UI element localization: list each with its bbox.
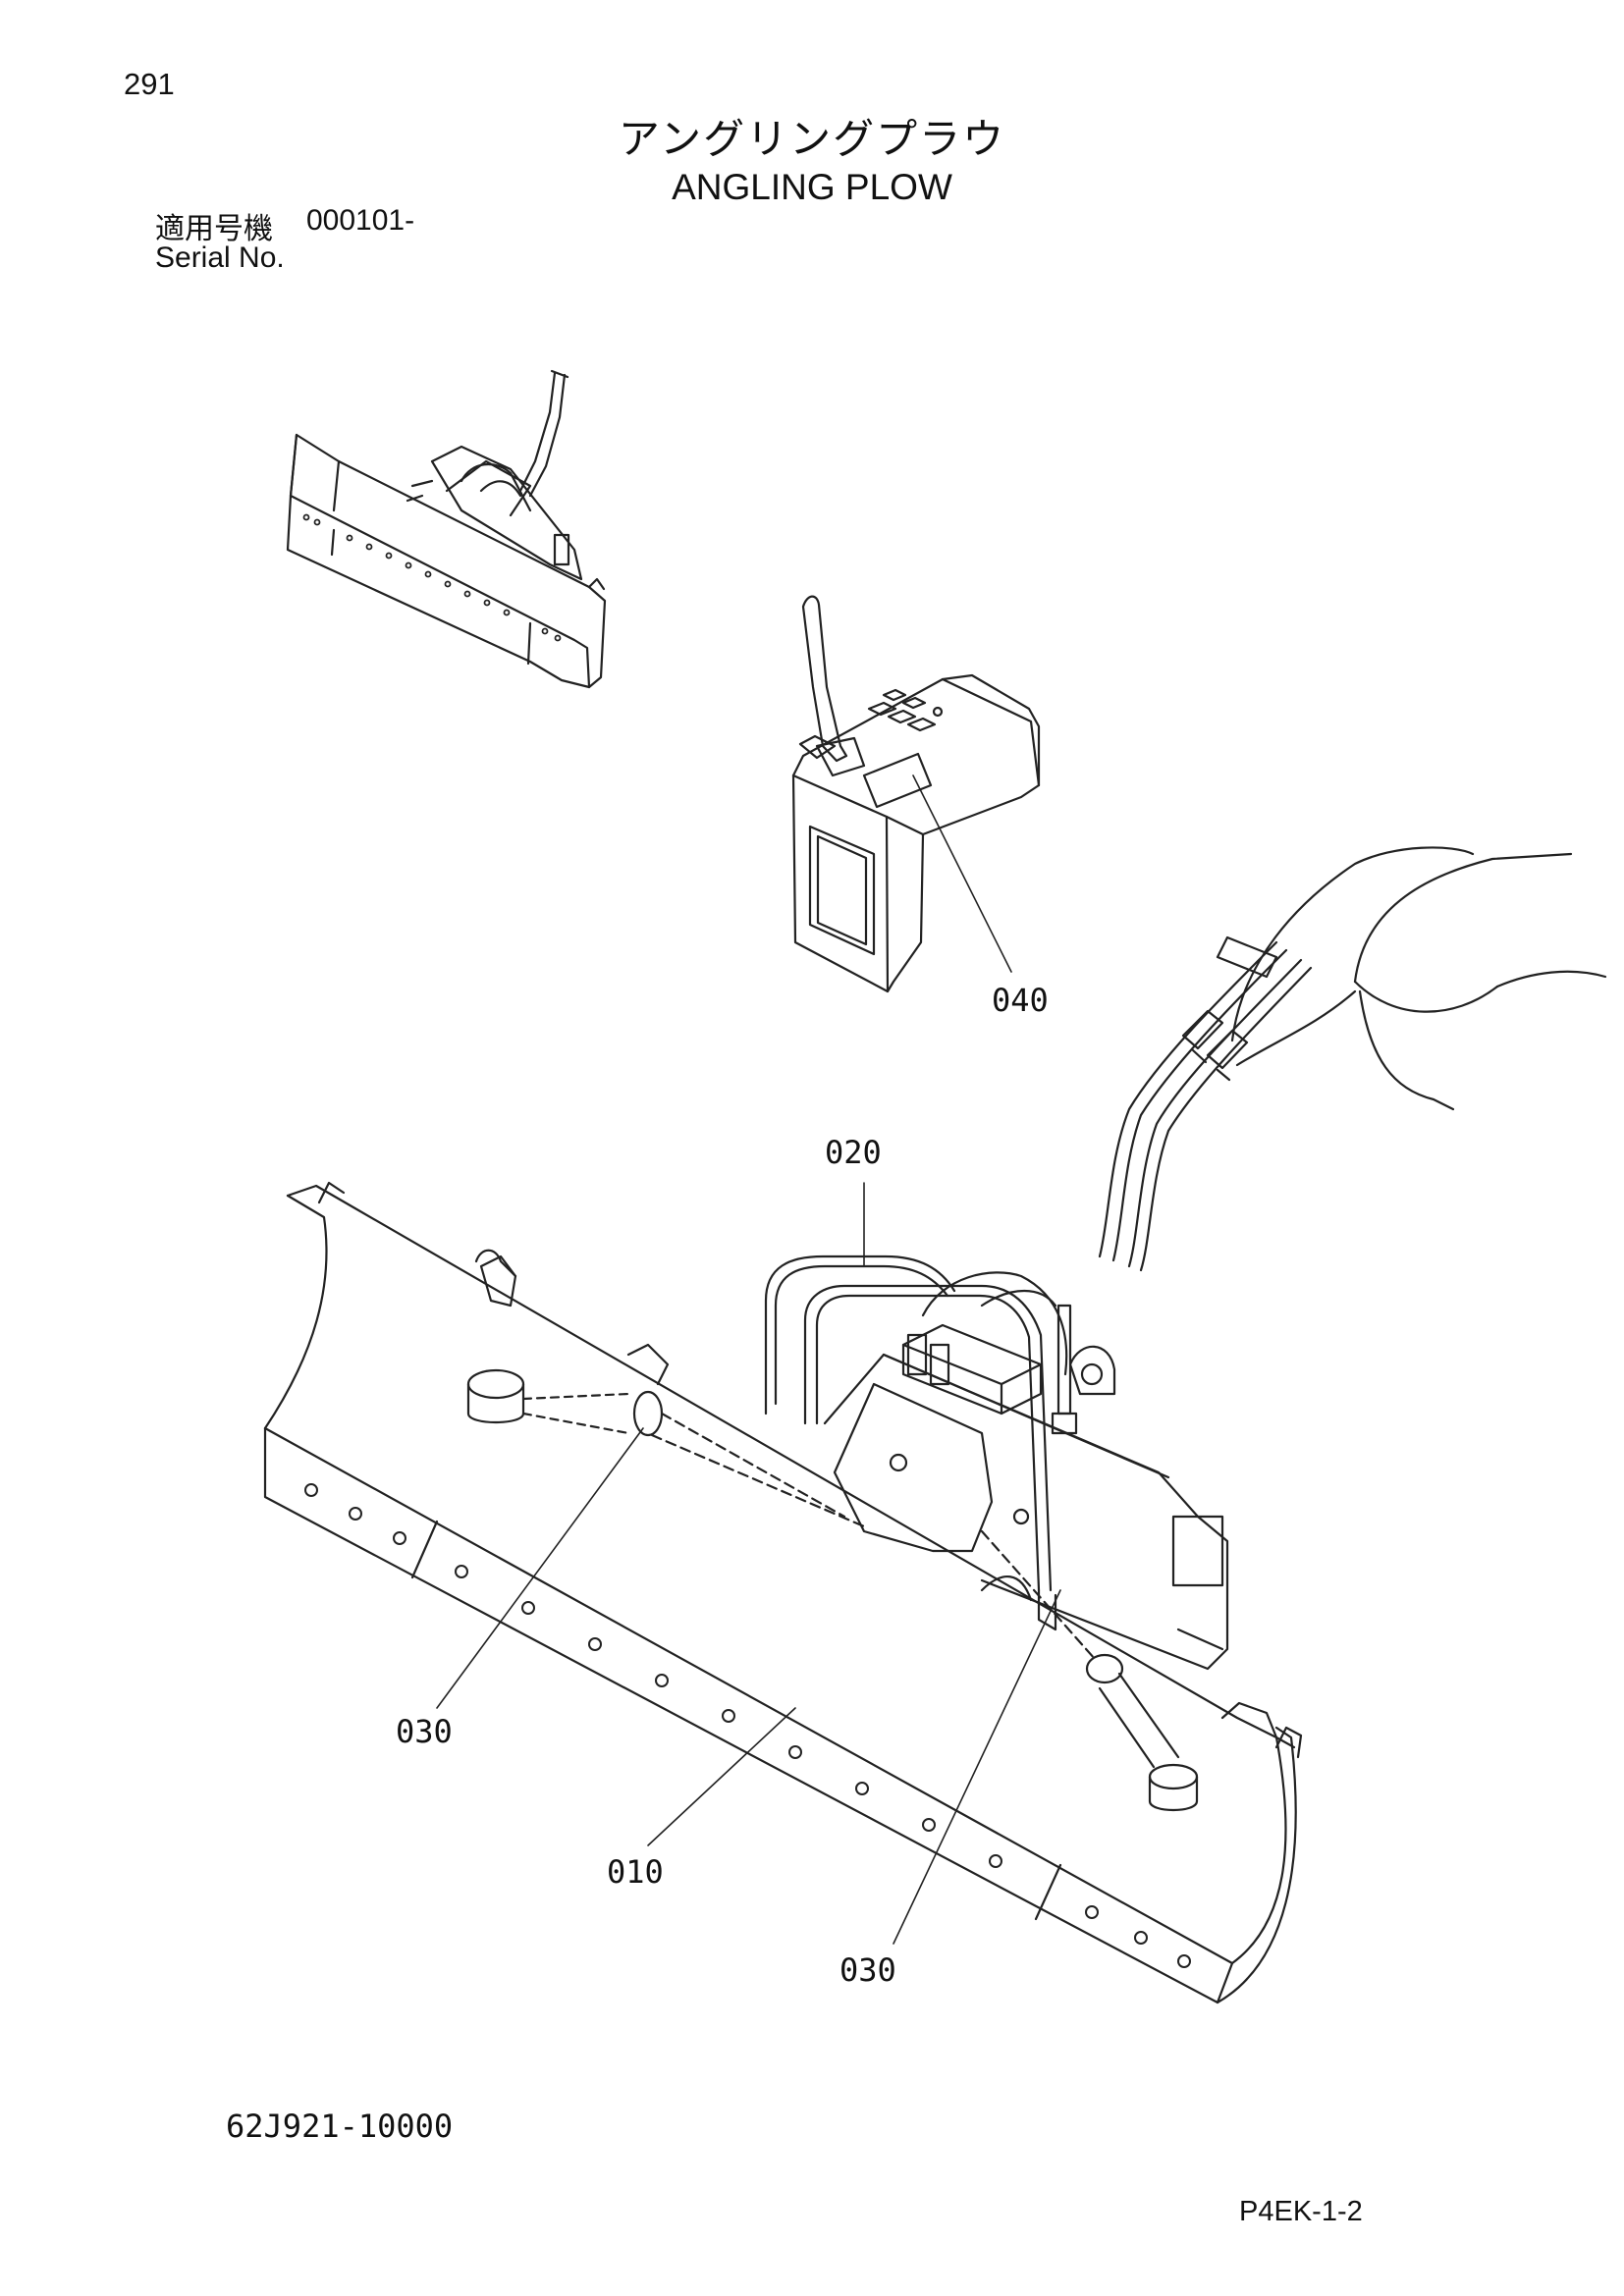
callout-030-left: 030 bbox=[396, 1713, 453, 1750]
drawing-number: 62J921-10000 bbox=[226, 2108, 454, 2145]
page-code: P4EK-1-2 bbox=[1239, 2196, 1363, 2227]
callout-010: 010 bbox=[607, 1853, 664, 1891]
callout-040: 040 bbox=[992, 982, 1049, 1019]
callout-030-right: 030 bbox=[839, 1951, 896, 1989]
overview-blade-illustration bbox=[286, 369, 607, 689]
plow-frame-assembly bbox=[466, 1255, 1229, 1811]
page-title-english: ANGLING PLOW bbox=[672, 167, 952, 207]
serial-label-japanese: 適用号機 bbox=[155, 212, 273, 246]
callout-leader-lines bbox=[436, 774, 1061, 1945]
callout-020: 020 bbox=[825, 1134, 882, 1171]
page-title-japanese: アングリングプラウ bbox=[618, 115, 1006, 163]
serial-number-value: 000101- bbox=[306, 204, 415, 237]
plow-blade bbox=[263, 1181, 1303, 2004]
page-number: 291 bbox=[124, 67, 175, 101]
serial-label-english: Serial No. bbox=[155, 241, 285, 274]
hydraulic-hoses bbox=[1098, 846, 1607, 1272]
control-lever-box bbox=[791, 595, 1041, 993]
